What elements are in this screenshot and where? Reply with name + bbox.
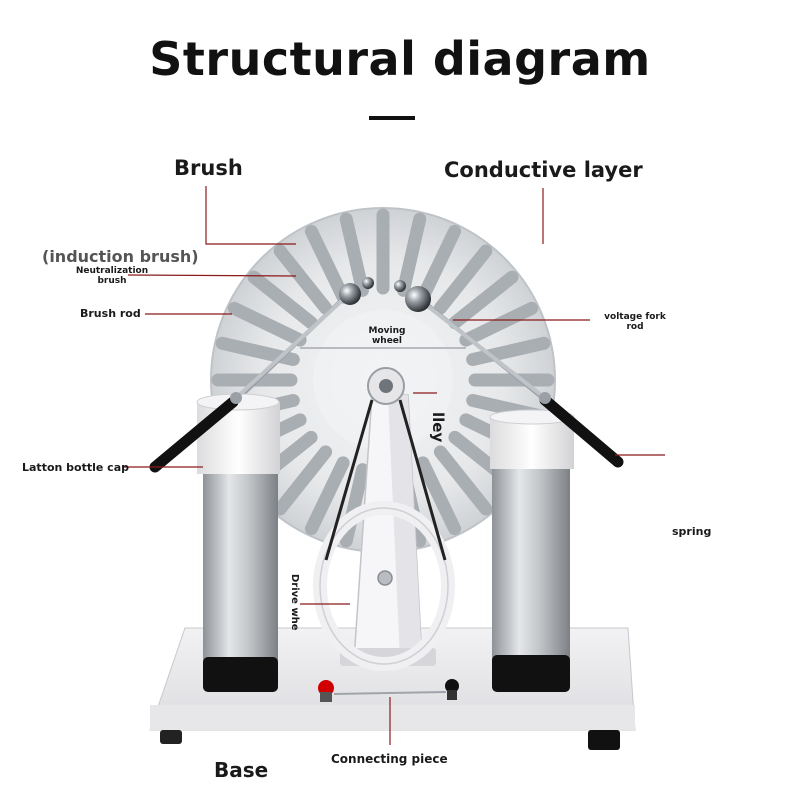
label-spring: spring [672, 525, 712, 538]
foil-sector [448, 270, 519, 330]
label-drive-wheel: Drive whe [289, 574, 300, 631]
label-voltage-fork-rod-line1: voltage fork [604, 312, 666, 322]
voltage-fork-rods [149, 293, 624, 473]
label-conductive-layer: Conductive layer [444, 158, 643, 182]
foil-sector [273, 244, 333, 315]
label-voltage-fork-rod: voltage fork rod [596, 312, 674, 332]
right-handle [539, 394, 624, 468]
wheel-stand [340, 367, 436, 666]
drive-wheel [313, 501, 455, 671]
foil-sector [396, 212, 427, 297]
label-moving-wheel: Moving wheel [362, 326, 412, 346]
page-title: Structural diagram [149, 32, 651, 86]
foil-sector [459, 301, 539, 347]
terminals [318, 679, 459, 702]
foil-sector [433, 244, 493, 315]
foil-sector [416, 456, 462, 536]
foil-sector [304, 456, 350, 536]
drive-belt-left [324, 399, 374, 561]
label-pulley: lley [429, 412, 447, 443]
foil-sector [466, 336, 551, 367]
label-neutralization-brush: Neutralization brush [72, 266, 152, 286]
leader-lines [122, 186, 665, 745]
label-connecting-piece: Connecting piece [331, 752, 448, 766]
label-base: Base [214, 758, 269, 782]
foil-sector [433, 445, 493, 516]
foil-sector [304, 224, 350, 304]
label-induction-brush: (induction brush) [42, 247, 199, 266]
leyden-jar-left [196, 393, 280, 692]
label-brush-rod: Brush rod [80, 307, 141, 320]
discharge-balls [339, 277, 431, 312]
label-brush: Brush [174, 156, 243, 180]
left-handle [149, 396, 239, 473]
label-neutralization-brush-line2: brush [97, 276, 127, 286]
foil-sector [247, 270, 318, 330]
foil-sector [273, 445, 333, 516]
foil-sector [416, 224, 462, 304]
drive-belt-right [398, 399, 447, 561]
label-moving-wheel-line1: Moving [368, 326, 406, 336]
foil-sector [339, 212, 370, 297]
label-moving-wheel-line2: wheel [371, 336, 402, 346]
leyden-jar-right [489, 409, 575, 692]
title-underline [369, 116, 415, 120]
foil-sector [227, 301, 307, 347]
label-voltage-fork-rod-line2: rod [626, 322, 644, 332]
label-neutralization-brush-line1: Neutralization [75, 266, 149, 276]
label-latton-bottle-cap: Latton bottle cap [22, 461, 129, 474]
